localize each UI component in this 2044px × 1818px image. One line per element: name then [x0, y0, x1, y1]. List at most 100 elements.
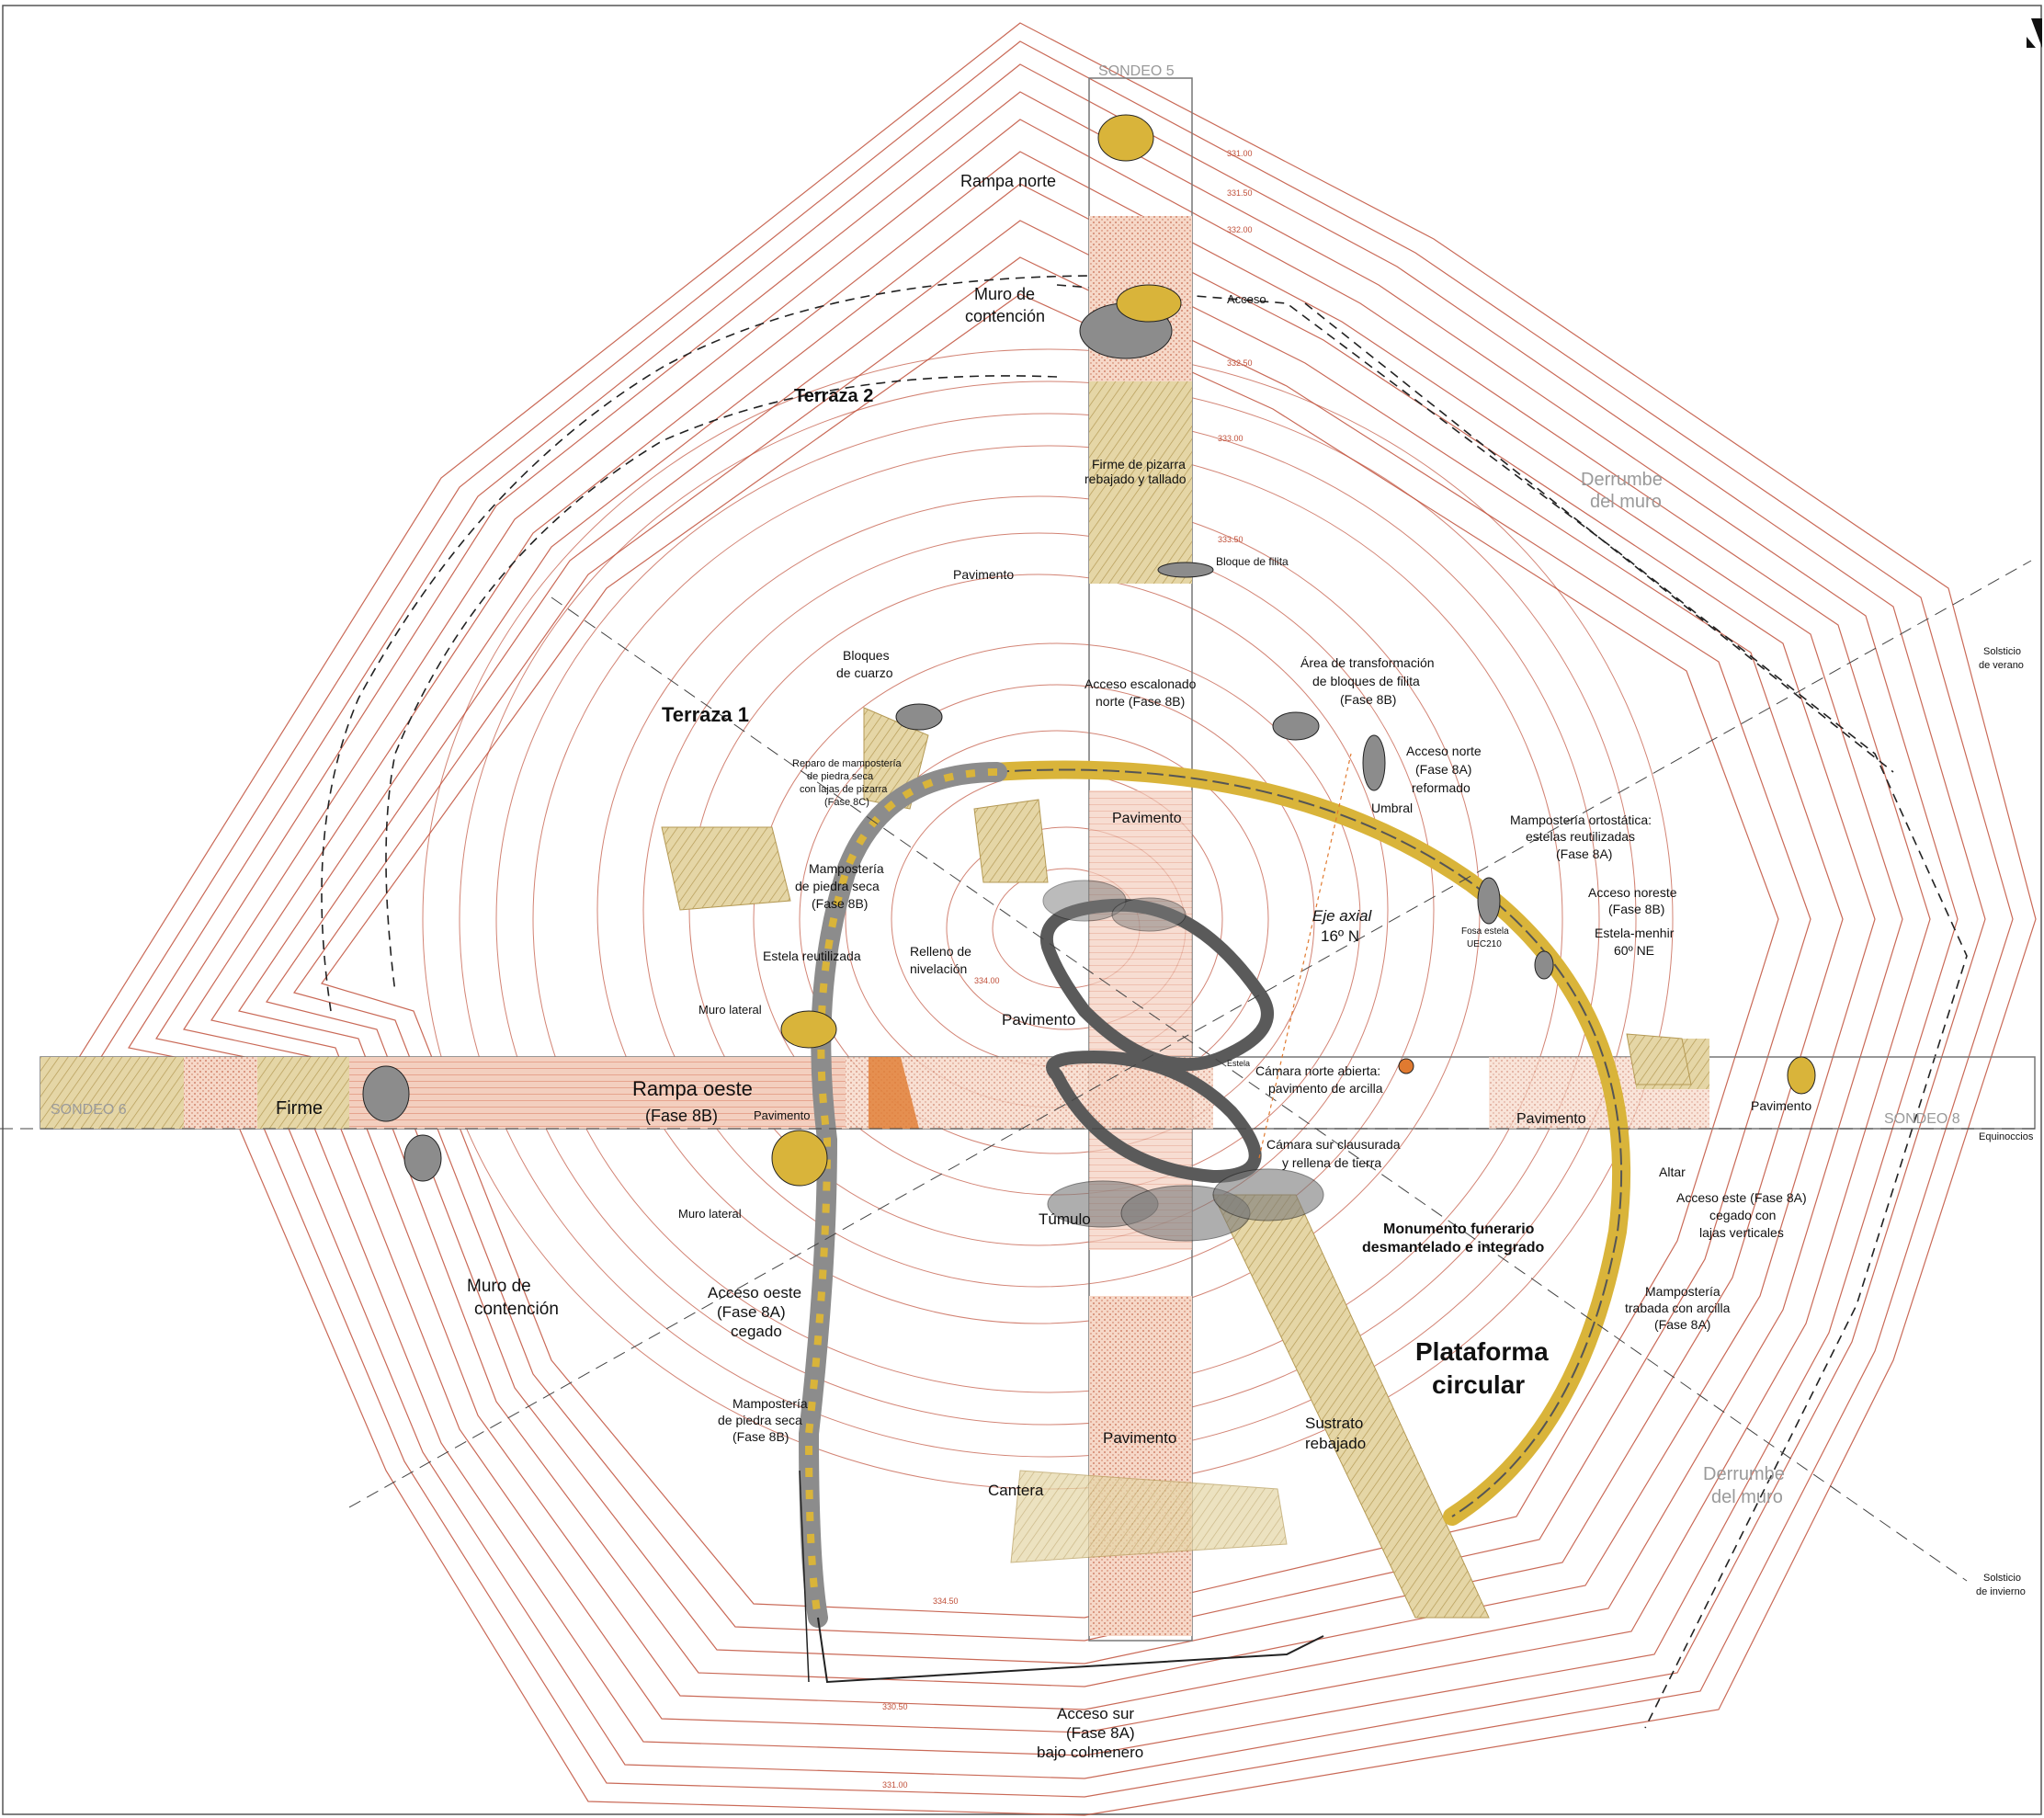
label-mamposteria-seca-w: de piedra seca: [795, 879, 880, 893]
sondeo-8-label: SONDEO 8: [1884, 1111, 1960, 1127]
label-camara-norte: Cámara norte abierta:: [1255, 1063, 1380, 1078]
label-derrumbe-se: del muro: [1711, 1487, 1783, 1507]
label-muro-contencion-w: Muro de: [467, 1277, 531, 1296]
label-camara-norte: pavimento de arcilla: [1268, 1081, 1383, 1096]
label-bloque-filita: Bloque de filita: [1216, 555, 1289, 568]
label-terraza-1: Terraza 1: [662, 703, 749, 726]
elev-tag: 334.00: [974, 976, 1000, 985]
label-mamposteria-arcilla: Mampostería: [1645, 1284, 1720, 1299]
label-acceso-escalonado: norte (Fase 8B): [1096, 694, 1185, 709]
label-fosa-estela: UEC210: [1467, 939, 1502, 949]
label-acceso-sur: (Fase 8A): [1066, 1724, 1135, 1742]
label-acceso-norte: reformado: [1412, 780, 1471, 795]
label-mamposteria-ortostatica: estelas reutilizadas: [1526, 829, 1635, 844]
east-west-trench: [40, 1039, 2036, 1130]
label-camara-sur: y rellena de tierra: [1282, 1155, 1381, 1170]
elev-tag: 333.00: [1218, 434, 1243, 443]
label-solsticio-invierno: de invierno: [1976, 1586, 2026, 1597]
elev-tag: 332.50: [1227, 358, 1253, 368]
label-sustrato: rebajado: [1305, 1435, 1366, 1452]
label-solsticio-verano: Solsticio: [1983, 646, 2021, 657]
label-acceso-oeste: (Fase 8A): [717, 1303, 786, 1321]
label-estela-reutilizada: Estela reutilizada: [763, 949, 861, 963]
label-muro-lateral-n: Muro lateral: [698, 1003, 762, 1017]
label-acceso-sur: Acceso sur: [1057, 1705, 1134, 1722]
label-mamposteria-ortostatica: Mampostería ortostática:: [1510, 812, 1652, 827]
label-equinoccios: Equinoccios: [1979, 1131, 2034, 1142]
label-relleno-nivelacion: Relleno de: [910, 944, 971, 959]
label-umbral: Umbral: [1371, 801, 1413, 815]
elev-tag: 332.00: [1227, 225, 1253, 234]
label-cantera: Cantera: [988, 1482, 1044, 1499]
label-sustrato: Sustrato: [1305, 1415, 1363, 1432]
label-acceso-este: cegado con: [1709, 1208, 1776, 1222]
stone-clusters: [362, 114, 1816, 1187]
label-rampa-oeste: Rampa oeste: [632, 1077, 753, 1100]
label-reparo: de piedra seca: [807, 771, 874, 782]
axial-line: [1258, 753, 1352, 1159]
label-derrumbe-ne: del muro: [1590, 492, 1662, 512]
label-muro-lateral-s: Muro lateral: [678, 1207, 742, 1221]
elev-tag: 331.00: [882, 1780, 908, 1790]
label-rampa-oeste: (Fase 8B): [645, 1107, 718, 1125]
north-arrow-icon: [2027, 18, 2042, 48]
label-plataforma: Plataforma: [1415, 1337, 1549, 1366]
label-reparo: Reparo de mampostería: [792, 758, 902, 769]
label-terraza-2: Terraza 2: [794, 386, 873, 406]
label-reparo: (Fase 8C): [824, 797, 869, 808]
label-firme-pizarra: Firme de pizarra: [1092, 457, 1186, 472]
label-camara-sur: Cámara sur clausurada: [1266, 1137, 1401, 1152]
elev-tag: 331.00: [1227, 149, 1253, 158]
label-acceso-sur: bajo colmenero: [1037, 1744, 1143, 1761]
label-acceso-oeste: cegado: [731, 1323, 782, 1340]
label-mamposteria-arcilla: trabada con arcilla: [1625, 1301, 1731, 1315]
label-mamposteria-seca-sw: (Fase 8B): [732, 1429, 789, 1444]
label-firme-pizarra: rebajado y tallado: [1084, 472, 1187, 486]
label-derrumbe-ne: Derrumbe: [1581, 470, 1663, 490]
label-eje-axial: Eje axial: [1312, 907, 1372, 925]
label-acceso-este: lajas verticales: [1699, 1225, 1784, 1240]
label-mamposteria-arcilla: (Fase 8A): [1654, 1317, 1710, 1332]
label-area-transformacion: (Fase 8B): [1340, 692, 1396, 707]
tumulus-rubble: [1042, 880, 1324, 1242]
label-acceso-noreste: (Fase 8B): [1608, 902, 1664, 916]
label-relleno-nivelacion: nivelación: [910, 961, 967, 976]
label-mamposteria-ortostatica: (Fase 8A): [1556, 847, 1612, 861]
label-acceso-oeste: Acceso oeste: [708, 1284, 801, 1301]
sondeo-6-label: SONDEO 6: [51, 1102, 127, 1118]
label-rampa-norte: Rampa norte: [960, 172, 1056, 190]
label-tumulo: Túmulo: [1039, 1210, 1091, 1228]
label-altar: Altar: [1659, 1165, 1686, 1179]
label-pavimento-s: Pavimento: [1103, 1429, 1176, 1447]
label-firme: Firme: [276, 1098, 323, 1119]
label-acceso-norte: Acceso norte: [1406, 744, 1482, 758]
label-reparo: con lajas de pizarra: [800, 784, 888, 795]
label-estela-menhir: 60º NE: [1614, 943, 1654, 958]
elev-tag: 331.50: [1227, 188, 1253, 198]
label-pavimento-int-n: Pavimento: [1112, 811, 1182, 826]
label-mamposteria-seca-w: (Fase 8B): [812, 896, 868, 911]
label-pavimento-fe: Pavimento: [1751, 1098, 1811, 1113]
label-acceso: Acceso: [1227, 292, 1266, 306]
label-bloques-cuarzo: de cuarzo: [836, 665, 893, 680]
label-estela-menhir: Estela-menhir: [1595, 926, 1675, 940]
label-area-transformacion: de bloques de filita: [1312, 674, 1420, 688]
sondeo-5-label: SONDEO 5: [1098, 63, 1175, 79]
label-solsticio-invierno: Solsticio: [1983, 1573, 2021, 1584]
label-pavimento-c: Pavimento: [1002, 1011, 1075, 1028]
label-pavimento-n: Pavimento: [953, 567, 1014, 582]
elev-tag: 330.50: [882, 1702, 908, 1711]
elev-tag: 334.50: [933, 1596, 959, 1606]
label-monumento: Monumento funerario: [1383, 1221, 1535, 1237]
circular-platform-wall: [798, 760, 1631, 1684]
label-muro-contencion-w: contención: [474, 1300, 559, 1319]
label-solsticio-verano: de verano: [1979, 660, 2024, 671]
elevation-tags: 331.00 331.50 332.00 332.50 333.00 333.5…: [882, 149, 1253, 1790]
label-mamposteria-seca-w: Mampostería: [809, 861, 884, 876]
label-monumento: desmantelado e integrado: [1362, 1240, 1544, 1256]
label-mamposteria-seca-sw: de piedra seca: [718, 1413, 802, 1427]
label-estela-small: Estela: [1227, 1059, 1250, 1068]
label-bloques-cuarzo: Bloques: [843, 648, 890, 663]
label-acceso-escalonado: Acceso escalonado: [1084, 676, 1197, 691]
